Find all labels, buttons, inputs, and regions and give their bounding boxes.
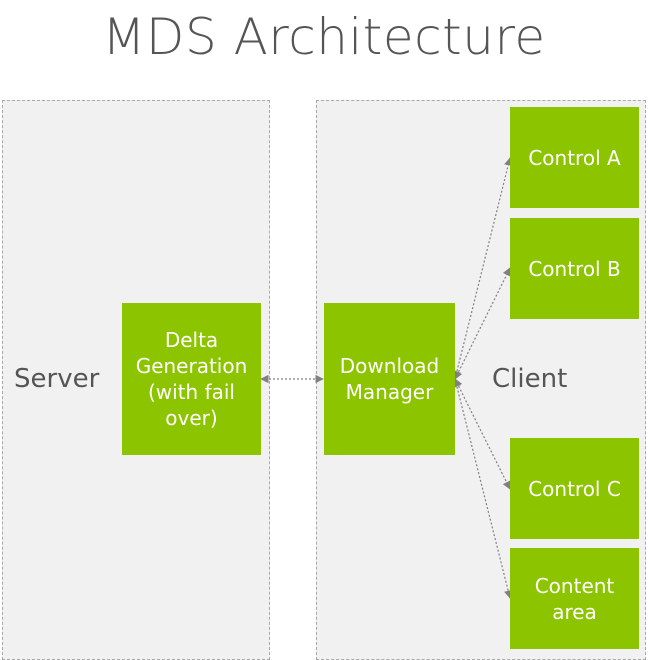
server-label: Server bbox=[14, 364, 100, 394]
arrow-download-to-control-a bbox=[452, 157, 513, 380]
arrow-download-to-control-c bbox=[454, 378, 511, 490]
download-manager-box: Download Manager bbox=[324, 303, 455, 455]
content-area-box: Content area bbox=[510, 548, 639, 649]
control-b-box: Control B bbox=[510, 218, 639, 319]
arrow-download-to-control-b bbox=[454, 267, 511, 380]
diagram-title: MDS Architecture bbox=[102, 8, 546, 66]
control-c-box: Control C bbox=[510, 438, 639, 539]
control-a-box: Control A bbox=[510, 107, 639, 208]
delta-generation-box: Delta Generation (with fail over) bbox=[122, 303, 261, 455]
arrow-download-to-content-area bbox=[452, 378, 513, 599]
